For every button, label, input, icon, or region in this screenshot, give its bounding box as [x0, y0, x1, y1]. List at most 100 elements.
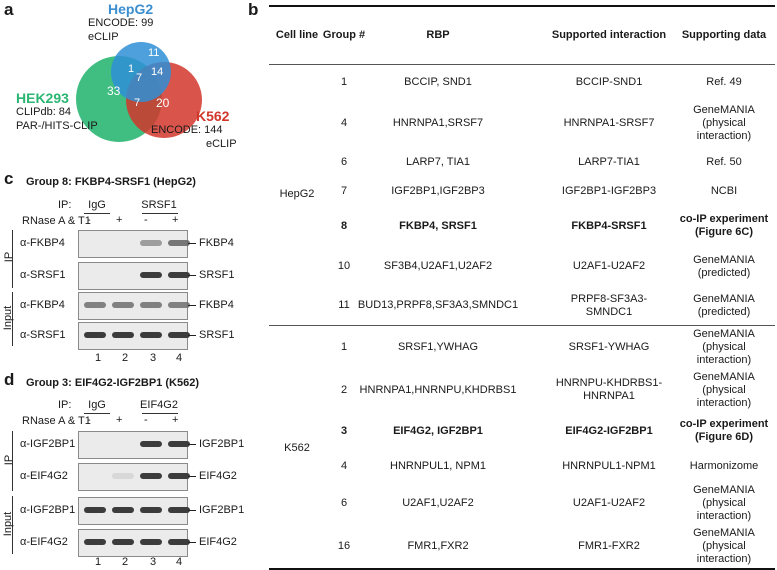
panel-d-igg-bar: [84, 413, 110, 414]
panel-c-target-2: SRSF1: [199, 269, 235, 281]
panel-d-rnase-label: RNase A & T1: [22, 415, 91, 427]
panel-d-band-4-1: [84, 539, 106, 545]
table-hepg2-row-1-interaction: BCCIP-SND1: [575, 75, 643, 88]
panel-c-ip-bracket: [12, 230, 13, 288]
table-hepg2-row-1-data: Ref. 49: [706, 75, 742, 88]
panel-d-rnase-3: -: [144, 414, 148, 426]
panel-d-antibody-3: α-IGF2BP1: [20, 504, 76, 516]
panel-d-rnase-4: +: [172, 414, 179, 426]
venn-region-hek-only: 33: [107, 84, 121, 98]
panel-d-band-2-3: [140, 473, 162, 479]
panel-c-band-1-4: [168, 240, 190, 246]
table-k562-row-6-group: 16: [337, 539, 351, 552]
panel-c-antibody-1: α-FKBP4: [20, 237, 65, 249]
panel-d-target-2: EIF4G2: [199, 470, 237, 482]
panel-c-input-bracket: [12, 292, 13, 346]
panel-c-lane-3: 3: [150, 352, 157, 364]
panel-d-eif4g2-bar: [142, 413, 178, 414]
table-hepg2-row-6-rbp: SF3B4,U2AF1,U2AF2: [383, 260, 493, 272]
panel-c-band-1-3: [140, 240, 162, 246]
hek293-name: HEK293: [16, 90, 69, 106]
panel-c-lane-4: 4: [176, 352, 183, 364]
table-k562-row-5-rbp: U2AF1,U2AF2: [402, 497, 474, 509]
table-hepg2-row-3-group: 6: [340, 156, 348, 168]
hepg2-count: ENCODE: 99: [88, 17, 154, 29]
panel-d-ip-section: IP: [3, 454, 15, 466]
table-cell-line-k562: K562: [284, 442, 310, 454]
panel-d-title: Group 3: EIF4G2-IGF2BP1 (K562): [26, 377, 199, 389]
panel-d-band-1-4: [168, 441, 190, 447]
table-header-3: RBP: [426, 29, 450, 41]
table-k562-row-4-rbp: HNRNPUL1, NPM1: [390, 459, 486, 472]
table-k562-row-4-interaction: HNRNPUL1-NPM1: [562, 459, 656, 472]
panel-c-antibody-2: α-SRSF1: [20, 269, 66, 281]
panel-c-target-4: SRSF1: [199, 329, 235, 341]
panel-d-antibody-2: α-EIF4G2: [20, 470, 68, 482]
panel-c-igg-bar: [84, 213, 110, 214]
table-hepg2-row-1-group: 1: [340, 75, 348, 88]
table-k562-row-2-data: GeneMANIA (physical interaction): [693, 370, 755, 409]
panel-c-lane-1: 1: [95, 352, 102, 364]
panel-d-input-bracket: [12, 496, 13, 554]
table-k562-row-1-interaction: SRSF1-YWHAG: [568, 340, 650, 353]
table-k562-row-6-data: GeneMANIA (physical interaction): [693, 526, 755, 565]
panel-c-title: Group 8: FKBP4-SRSF1 (HepG2): [26, 176, 196, 188]
panel-c-ip-srsf1: SRSF1: [141, 199, 177, 211]
table-k562-row-2-rbp: HNRNPA1,HNRNPU,KHDRBS1: [359, 383, 517, 396]
table-hepg2-row-2-data: GeneMANIA (physical interaction): [693, 104, 755, 142]
panel-d-target-3: IGF2BP1: [199, 504, 245, 516]
panel-c-marker-tick-2: [188, 275, 196, 276]
panel-c-target-1: FKBP4: [199, 237, 234, 249]
table-hepg2-row-2-group: 4: [340, 117, 348, 129]
k562-method: eCLIP: [206, 138, 237, 150]
panel-a-label: a: [4, 0, 14, 19]
panel-d-rnase-2: +: [116, 414, 123, 426]
panel-c-marker-tick-1: [188, 243, 196, 244]
panel-c-antibody-4: α-SRSF1: [20, 329, 66, 341]
table-hepg2-row-2-interaction: HNRNPA1-SRSF7: [563, 117, 655, 129]
panel-c-band-4-3: [140, 332, 162, 338]
k562-count: ENCODE: 144: [151, 124, 223, 136]
panel-c-marker-tick-4: [188, 335, 196, 336]
panel-d-band-1-3: [140, 441, 162, 447]
table-k562-row-1-data: GeneMANIA (physical interaction): [693, 327, 755, 366]
table-hepg2-row-6-data: GeneMANIA (predicted): [693, 253, 755, 279]
table-header-rule: [269, 64, 775, 65]
panel-d-lane-3: 3: [150, 556, 157, 568]
table-k562-row-1-group: 1: [340, 340, 348, 353]
panel-c-band-3-2: [112, 302, 134, 308]
hepg2-name: HepG2: [108, 1, 154, 17]
table-header-1: Cell line: [275, 29, 319, 41]
panel-c-rnase-1: -: [87, 214, 91, 226]
k562-name: K562: [196, 108, 230, 124]
panel-d-band-4-4: [168, 539, 190, 545]
panel-c-band-4-1: [84, 332, 106, 338]
table-top-rule: [269, 5, 775, 7]
table-hepg2-row-4-interaction: IGF2BP1-IGF2BP3: [561, 184, 657, 197]
panel-d-target-1: IGF2BP1: [199, 438, 245, 450]
panel-c-rnase-label: RNase A & T1: [22, 215, 91, 227]
hek293-count: CLIPdb: 84: [16, 106, 72, 118]
panel-d-band-3-3: [140, 507, 162, 513]
panel-b-label: b: [248, 0, 259, 19]
panel-d-antibody-1: α-IGF2BP1: [20, 438, 76, 450]
table-section-rule: [269, 325, 775, 326]
table-k562-row-3-interaction: EIF4G2-IGF2BP1: [565, 424, 653, 437]
panel-c-marker-tick-3: [188, 305, 196, 306]
table-k562-row-4-data: Harmonizome: [689, 459, 759, 472]
table-k562-row-5-interaction: U2AF1-U2AF2: [572, 497, 646, 509]
panel-d-lane-1: 1: [95, 556, 102, 568]
panel-c-srsf1-bar: [142, 213, 178, 214]
table-k562-row-1-rbp: SRSF1,YWHAG: [397, 340, 479, 353]
table-k562-row-3-rbp: EIF4G2, IGF2BP1: [393, 424, 483, 437]
table-header-4: Supported interaction: [551, 29, 667, 41]
panel-c-band-2-3: [140, 272, 162, 278]
panel-d-band-4-3: [140, 539, 162, 545]
venn-region-all-three: 7: [136, 72, 142, 84]
panel-d-lane-2: 2: [122, 556, 129, 568]
panel-d-band-3-1: [84, 507, 106, 513]
panel-c-band-2-4: [168, 272, 190, 278]
panel-d-ip-eif4g2: EIF4G2: [140, 399, 178, 411]
table-hepg2-row-7-group: 11: [338, 299, 350, 311]
panel-d-band-2-4: [168, 473, 190, 479]
